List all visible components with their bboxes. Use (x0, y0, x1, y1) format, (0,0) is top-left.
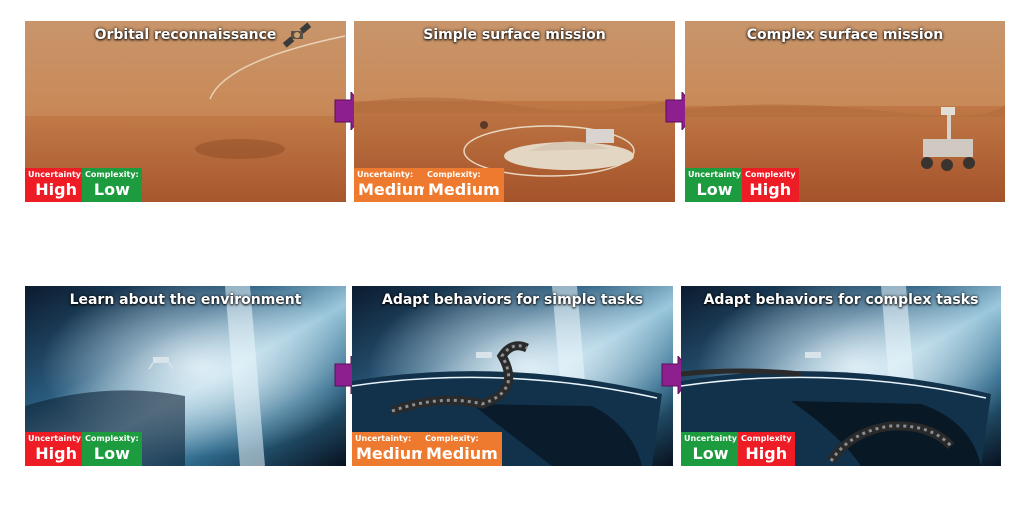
complexity-badge: Complexity High (738, 432, 795, 466)
panel-title: Adapt behaviors for complex tasks (703, 292, 979, 308)
uncertainty-badge: Uncertainty: Medium (352, 432, 432, 466)
panel-simple-surface-mission: Simple surface mission Uncertainty: Medi… (354, 21, 675, 202)
rover-icon (921, 107, 975, 171)
panel-orbital-reconnaissance: Orbital reconnaissance Uncertainty: High… (25, 21, 346, 202)
panel-title: Complex surface mission (746, 27, 944, 43)
panel-title: Orbital reconnaissance (94, 27, 277, 43)
uncertainty-badge: Uncertainty: High (25, 432, 88, 466)
panel-title: Learn about the environment (69, 292, 302, 308)
complexity-badge: Complexity: Low (82, 168, 142, 202)
orbiter-spacecraft-icon (282, 22, 312, 48)
complexity-badge: Complexity: Medium (422, 432, 502, 466)
panel-title: Adapt behaviors for simple tasks (382, 292, 643, 308)
panel-learn-environment: Learn about the environment Uncertainty:… (25, 286, 346, 466)
panel-adapt-complex-tasks: Adapt behaviors for complex tasks Uncert… (681, 286, 1001, 466)
complexity-badge: Complexity: Low (82, 432, 142, 466)
uncertainty-badge: Uncertainty Low (685, 168, 745, 202)
panel-title: Simple surface mission (423, 27, 606, 43)
lander-icon (148, 357, 174, 370)
uncertainty-badge: Uncertainty Low (681, 432, 741, 466)
uncertainty-badge: Uncertainty: Medium (354, 168, 434, 202)
complexity-badge: Complexity: Medium (424, 168, 504, 202)
complexity-badge: Complexity High (742, 168, 799, 202)
panel-complex-surface-mission: Complex surface mission Uncertainty Low … (685, 21, 1005, 202)
ice-snake-robot-illustration (352, 286, 673, 466)
panel-adapt-simple-tasks: Adapt behaviors for simple tasks Uncerta… (352, 286, 673, 466)
rover-icon (586, 129, 614, 143)
uncertainty-badge: Uncertainty: High (25, 168, 88, 202)
